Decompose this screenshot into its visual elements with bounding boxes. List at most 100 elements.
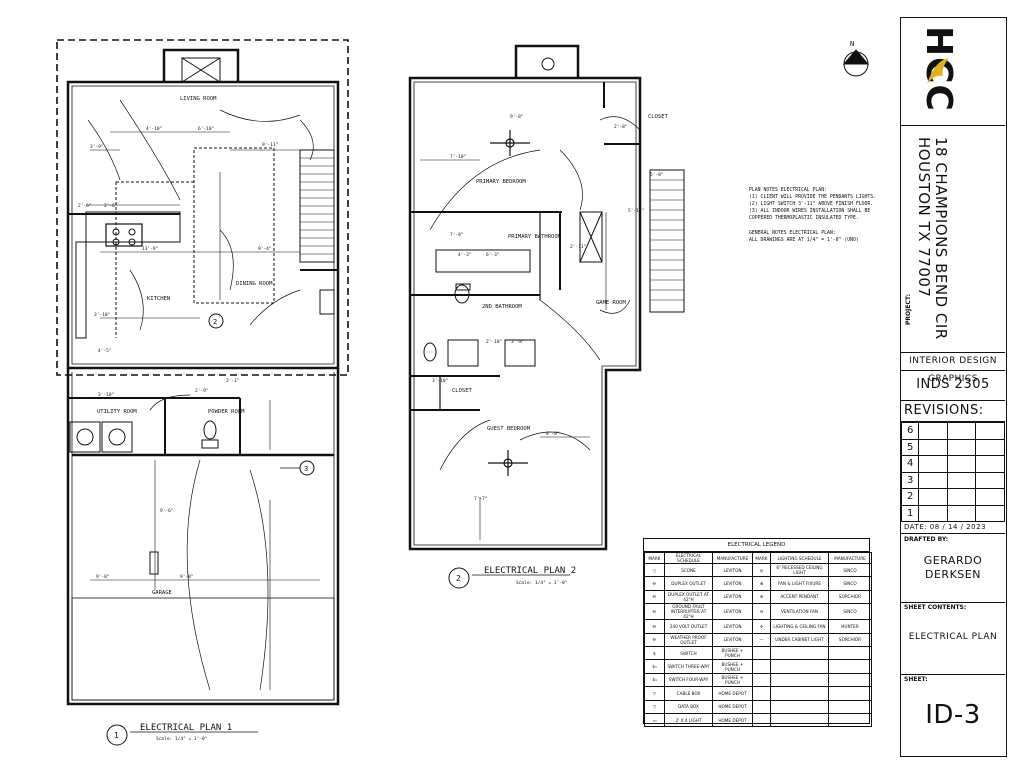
dimension-label: 9'-8" [180, 574, 194, 580]
revision-row: 5 [900, 438, 1005, 456]
legend-cell: SINCO [828, 576, 872, 591]
dimension-label: 2'-1" [226, 378, 240, 384]
plan-notes: PLAN NOTES ELECTRICAL PLAN: (1) CLIENT W… [749, 187, 899, 244]
legend-symbol-icon: ◎ [752, 562, 771, 578]
notes-heading: PLAN NOTES ELECTRICAL PLAN: [749, 188, 827, 193]
room-label-primary-bedroom: PRIMARY BEDROOM [476, 179, 526, 185]
legend-cell: GROUND FAULT INTERRUPTER AT 42"H [664, 603, 713, 621]
legend-symbol-icon: ⦶ [644, 576, 665, 591]
sheet-contents-section: SHEET CONTENTS: ELECTRICAL PLAN [901, 602, 1005, 675]
legend-cell: DUPLEX OUTLET AT 42"H [664, 589, 713, 605]
sheet-contents-label: SHEET CONTENTS: [904, 604, 967, 611]
project-section: PROJECT: 18 CHAMPIONS BEND CIR HOUSTON T… [901, 125, 1005, 353]
general-note-1: ALL DRAWINGS ARE AT 1/4" = 1'-0" (UNO) [749, 238, 859, 243]
legend-cell [770, 686, 829, 701]
legend-cell: SORCHIOR [828, 632, 872, 647]
note-2: (2) LIGHT SWITCH 3'-11" ABOVE FINISH FLO… [749, 202, 874, 207]
dimension-label: 2'-6" [104, 203, 118, 209]
revision-cell [918, 422, 948, 440]
dimension-label: 5'-8" [650, 172, 664, 178]
address-line-2: HOUSTON TX 77007 [915, 137, 933, 298]
legend-cell: 6" RECESSED CEILING LIGHT [770, 562, 829, 578]
legend-title: ELECTRICAL LEGEND [644, 539, 869, 552]
revision-row: 6 [900, 422, 1005, 440]
legend-cell: HUNTER [828, 619, 872, 634]
legend-symbol-icon [752, 672, 771, 688]
dimension-label: 9'-4" [258, 246, 272, 252]
revision-cell [975, 455, 1005, 473]
address-line-1: 18 CHAMPIONS BEND CIR [932, 137, 950, 340]
plan2-number: 2 [456, 574, 461, 583]
revision-number: 4 [900, 455, 920, 473]
project-label: PROJECT: [905, 293, 912, 325]
revision-cell [975, 471, 1005, 489]
revision-cell [946, 455, 977, 473]
legend-cell: ACCENT PENDANT [770, 589, 829, 605]
dimension-label: 7'-8" [450, 232, 464, 238]
legend-cell [828, 672, 872, 688]
legend-symbol-icon [752, 712, 771, 728]
legend-symbol-icon: ⊗ [752, 576, 771, 591]
callout-2: 2 [213, 318, 217, 326]
dimension-label: 4'-3" [458, 252, 472, 258]
drafted-section: DRAFTED BY: GERARDO DERKSEN [901, 534, 1005, 603]
legend-cell: UNDER CABINET LIGHT [770, 632, 829, 647]
legend-symbol-icon [752, 686, 771, 701]
revision-number: 1 [900, 504, 920, 522]
legend-cell: HOME DEPOT [712, 699, 753, 714]
drafter-last: DERKSEN [925, 568, 981, 581]
room-label-powder-room: POWDER ROOM [208, 409, 245, 415]
plan1-scale: Scale: 1/4" = 1'-0" [156, 736, 207, 742]
dimension-label: 3'-8" [511, 339, 525, 345]
legend-symbol-icon: ▽ [644, 699, 665, 714]
legend-cell [828, 659, 872, 674]
revision-number: 6 [900, 422, 920, 440]
legend-symbol-icon [752, 699, 771, 714]
legend-symbol-icon [752, 659, 771, 674]
legend-symbol-icon: ▽ [644, 686, 665, 701]
room-label-game-room: GAME ROOM [596, 300, 626, 306]
project-address: 18 CHAMPIONS BEND CIR HOUSTON TX 77007 [915, 137, 950, 340]
plan1-exterior-wall [66, 80, 340, 370]
legend-symbol-icon: $₃ [644, 659, 665, 674]
drafter-name: GERARDO DERKSEN [901, 554, 1005, 582]
plan2-scale: Scale: 1/4" = 1'-0" [516, 580, 567, 586]
room-label-primary-bathroom: PRIMARY BATHROOM [508, 234, 562, 240]
legend-symbol-icon: ⦶ [644, 589, 665, 605]
legend-cell: CABLE BOX [664, 686, 713, 701]
drafted-label: DRAFTED BY: [904, 536, 949, 543]
legend-header-cell: MARK [752, 552, 771, 564]
legend-cell: LEVITON [712, 603, 753, 621]
dimension-label: 13'-9" [142, 246, 158, 252]
dimension-label: 6'-10" [198, 126, 214, 132]
legend-cell [770, 645, 829, 661]
legend-cell [770, 699, 829, 714]
revision-cell [946, 422, 977, 440]
dimension-label: 4'-10" [146, 126, 162, 132]
legend-cell [828, 699, 872, 714]
revision-cell [918, 455, 948, 473]
legend-cell: SWITCH FOUR-WAY [664, 672, 713, 688]
revision-cell [918, 488, 948, 506]
legend-cell [770, 659, 829, 674]
legend-symbol-icon: — [752, 632, 771, 647]
dimension-label: 9'-11" [262, 142, 278, 148]
legend-cell [770, 712, 829, 728]
plan2-title: ELECTRICAL PLAN 2 [484, 566, 576, 576]
sheet-contents: ELECTRICAL PLAN [908, 632, 998, 642]
dimension-label: 2'-10" [486, 339, 502, 345]
legend-cell: FAN & LIGHT FIXURE [770, 576, 829, 591]
bird-logo-icon [927, 58, 949, 84]
note-3-continued: COPPERED THERMOPLASTIC INSULATED TYPE. [749, 216, 859, 221]
firm-name: INTERIOR DESIGN GRAPHICS [901, 352, 1005, 384]
revision-number: 3 [900, 471, 920, 489]
course-code: INDS 2305 [901, 370, 1005, 401]
revision-cell [946, 438, 977, 456]
